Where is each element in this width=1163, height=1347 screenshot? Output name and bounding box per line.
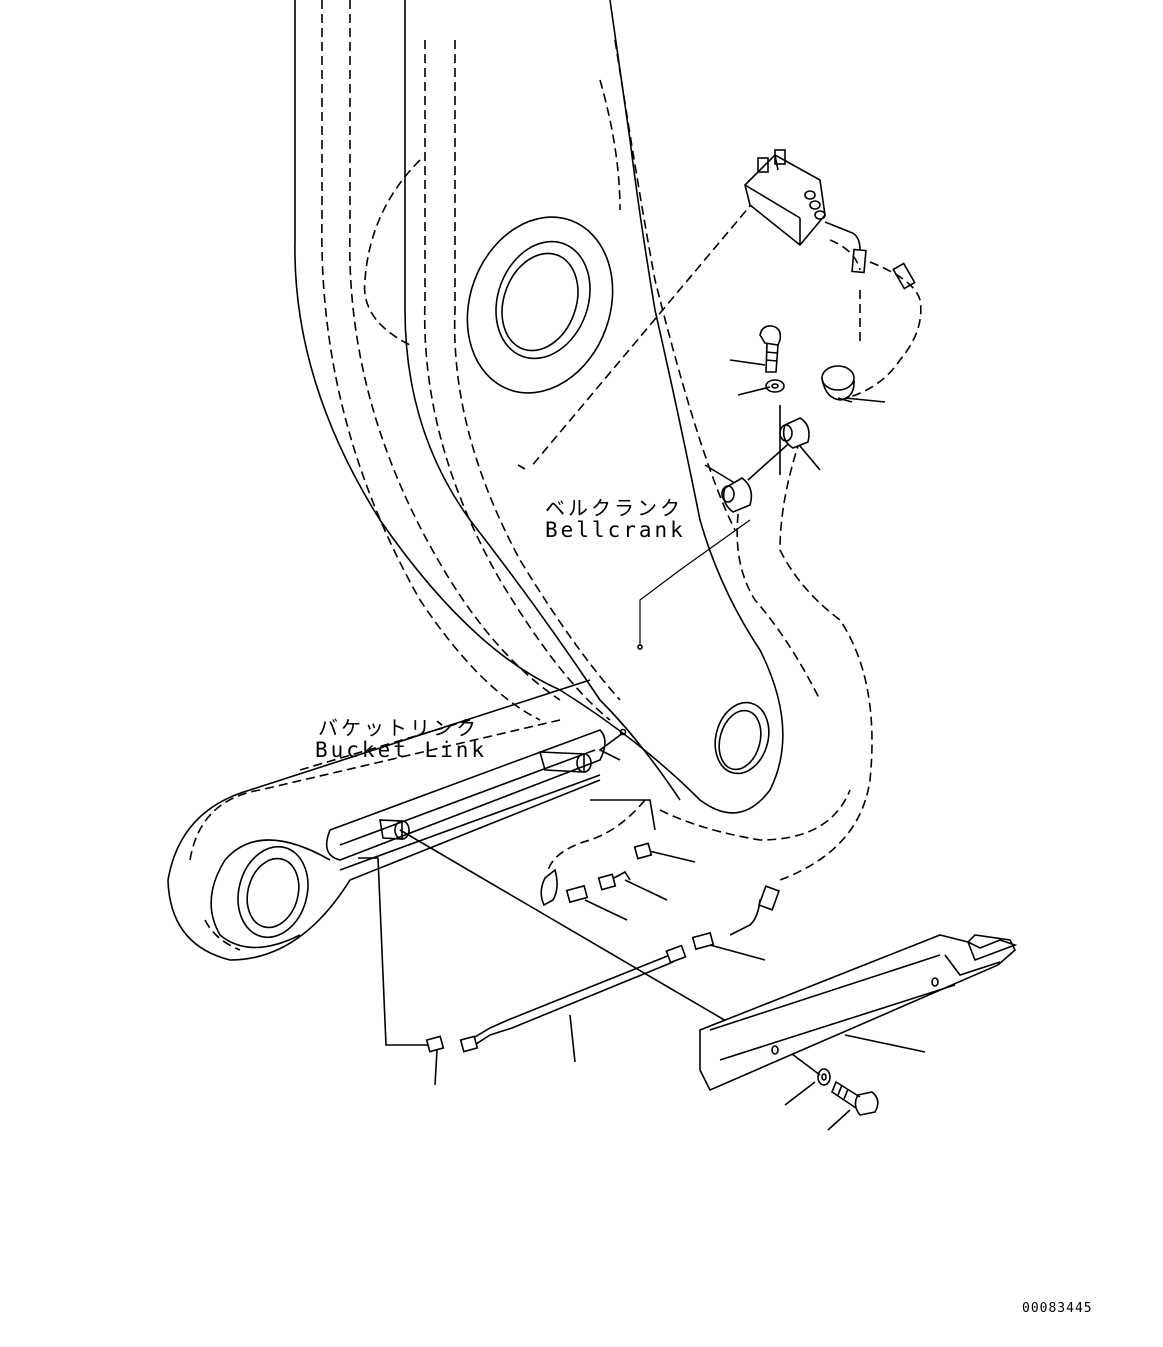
arm-outline (321, 0, 736, 721)
bucket-link-label-en: Bucket Link (315, 738, 488, 762)
washer-hole (771, 383, 779, 389)
washer-icon-2 (817, 1068, 831, 1086)
cushion-block-icon-2 (721, 477, 753, 513)
clamp-icon (821, 365, 855, 403)
nipple-icon (425, 1035, 445, 1053)
bolt-icon-2 (831, 1080, 879, 1116)
washer-icon (765, 379, 785, 393)
bellcrank-body (294, 0, 784, 814)
valve-block (744, 149, 916, 290)
fitting-icon-4 (691, 931, 715, 951)
grease-pipe (459, 944, 687, 1053)
bolt-icon (759, 325, 782, 373)
washer-hole-2 (821, 1073, 827, 1081)
cushion-block-icon (779, 417, 810, 449)
hose-routing (547, 239, 922, 881)
fitting-icon (633, 842, 653, 860)
bucket-link-label-jp: バケットリンク (318, 716, 479, 740)
fitting-icon-3 (565, 884, 589, 904)
fitting-icon-2 (597, 870, 631, 891)
hose-end-icon (729, 885, 781, 936)
drawing-number: 00083445 (1022, 1301, 1093, 1316)
bellcrank-label-jp: ベルクランク (545, 496, 683, 520)
bellcrank-label-en: Bellcrank (545, 518, 686, 542)
cover-plate (699, 934, 1018, 1092)
leader-lines (358, 199, 926, 1131)
elbow-fitting-icon (540, 868, 558, 907)
bucket-link-body (167, 679, 606, 961)
